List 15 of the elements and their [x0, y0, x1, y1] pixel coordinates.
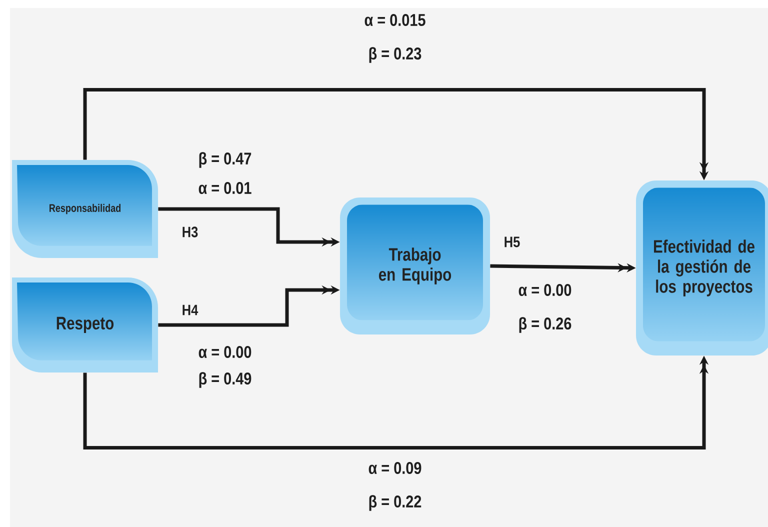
- coefficient-label: β = 0.26: [517, 316, 573, 334]
- coefficient-label: β = 0.22: [367, 494, 423, 512]
- coefficient-label: α = 0.00: [517, 282, 573, 297]
- leaf-box: Responsabilidad: [12, 160, 158, 258]
- coefficient-label: α = 0.00: [197, 344, 253, 359]
- rounded-box: Trabajo en Equipo: [340, 198, 490, 334]
- coefficient-label: β = 0.47: [197, 151, 253, 169]
- coefficient-label: β = 0.23: [367, 46, 423, 64]
- coefficient-label: α = 0.01: [197, 180, 253, 195]
- leaf-box: Respeto: [12, 278, 158, 372]
- rounded-box: Efectividad de la gestión de los proyectos: [636, 180, 768, 356]
- coefficient-label: α = 0.015: [363, 12, 427, 28]
- coefficient-label: β = 0.49: [197, 371, 253, 389]
- coefficient-label: α = 0.09: [367, 460, 423, 475]
- edge-label: H3: [180, 226, 200, 238]
